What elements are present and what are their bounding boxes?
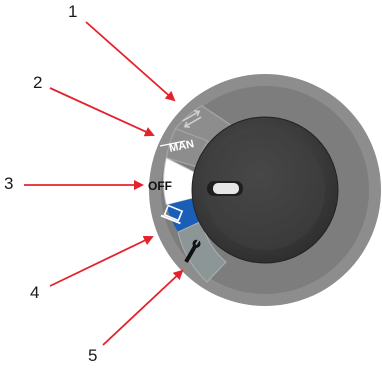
man-underline: [159, 140, 186, 147]
dial-segment-man-label: MAN: [168, 138, 195, 155]
wrench-icon: [184, 239, 201, 263]
callout-number-3: 3: [4, 174, 14, 193]
dial-segment-off-label: OFF: [148, 179, 172, 193]
callout-number-4: 4: [30, 283, 40, 302]
callout-number-2: 2: [33, 73, 43, 92]
dial-pointer-highlight: [213, 183, 239, 194]
laptop-icon: [160, 204, 184, 225]
callout-arrow-2: [49, 87, 155, 137]
callout-number-1: 1: [68, 2, 78, 21]
callout-arrow-4: [49, 235, 154, 287]
callout-arrow-1: [85, 21, 176, 102]
callout-arrow-5: [102, 269, 184, 346]
loop-arrows-icon: [182, 110, 202, 128]
dial-knob-inner: [205, 130, 325, 250]
dial-segment-laptop[interactable]: [166, 198, 202, 232]
callout-number-5: 5: [88, 346, 98, 365]
